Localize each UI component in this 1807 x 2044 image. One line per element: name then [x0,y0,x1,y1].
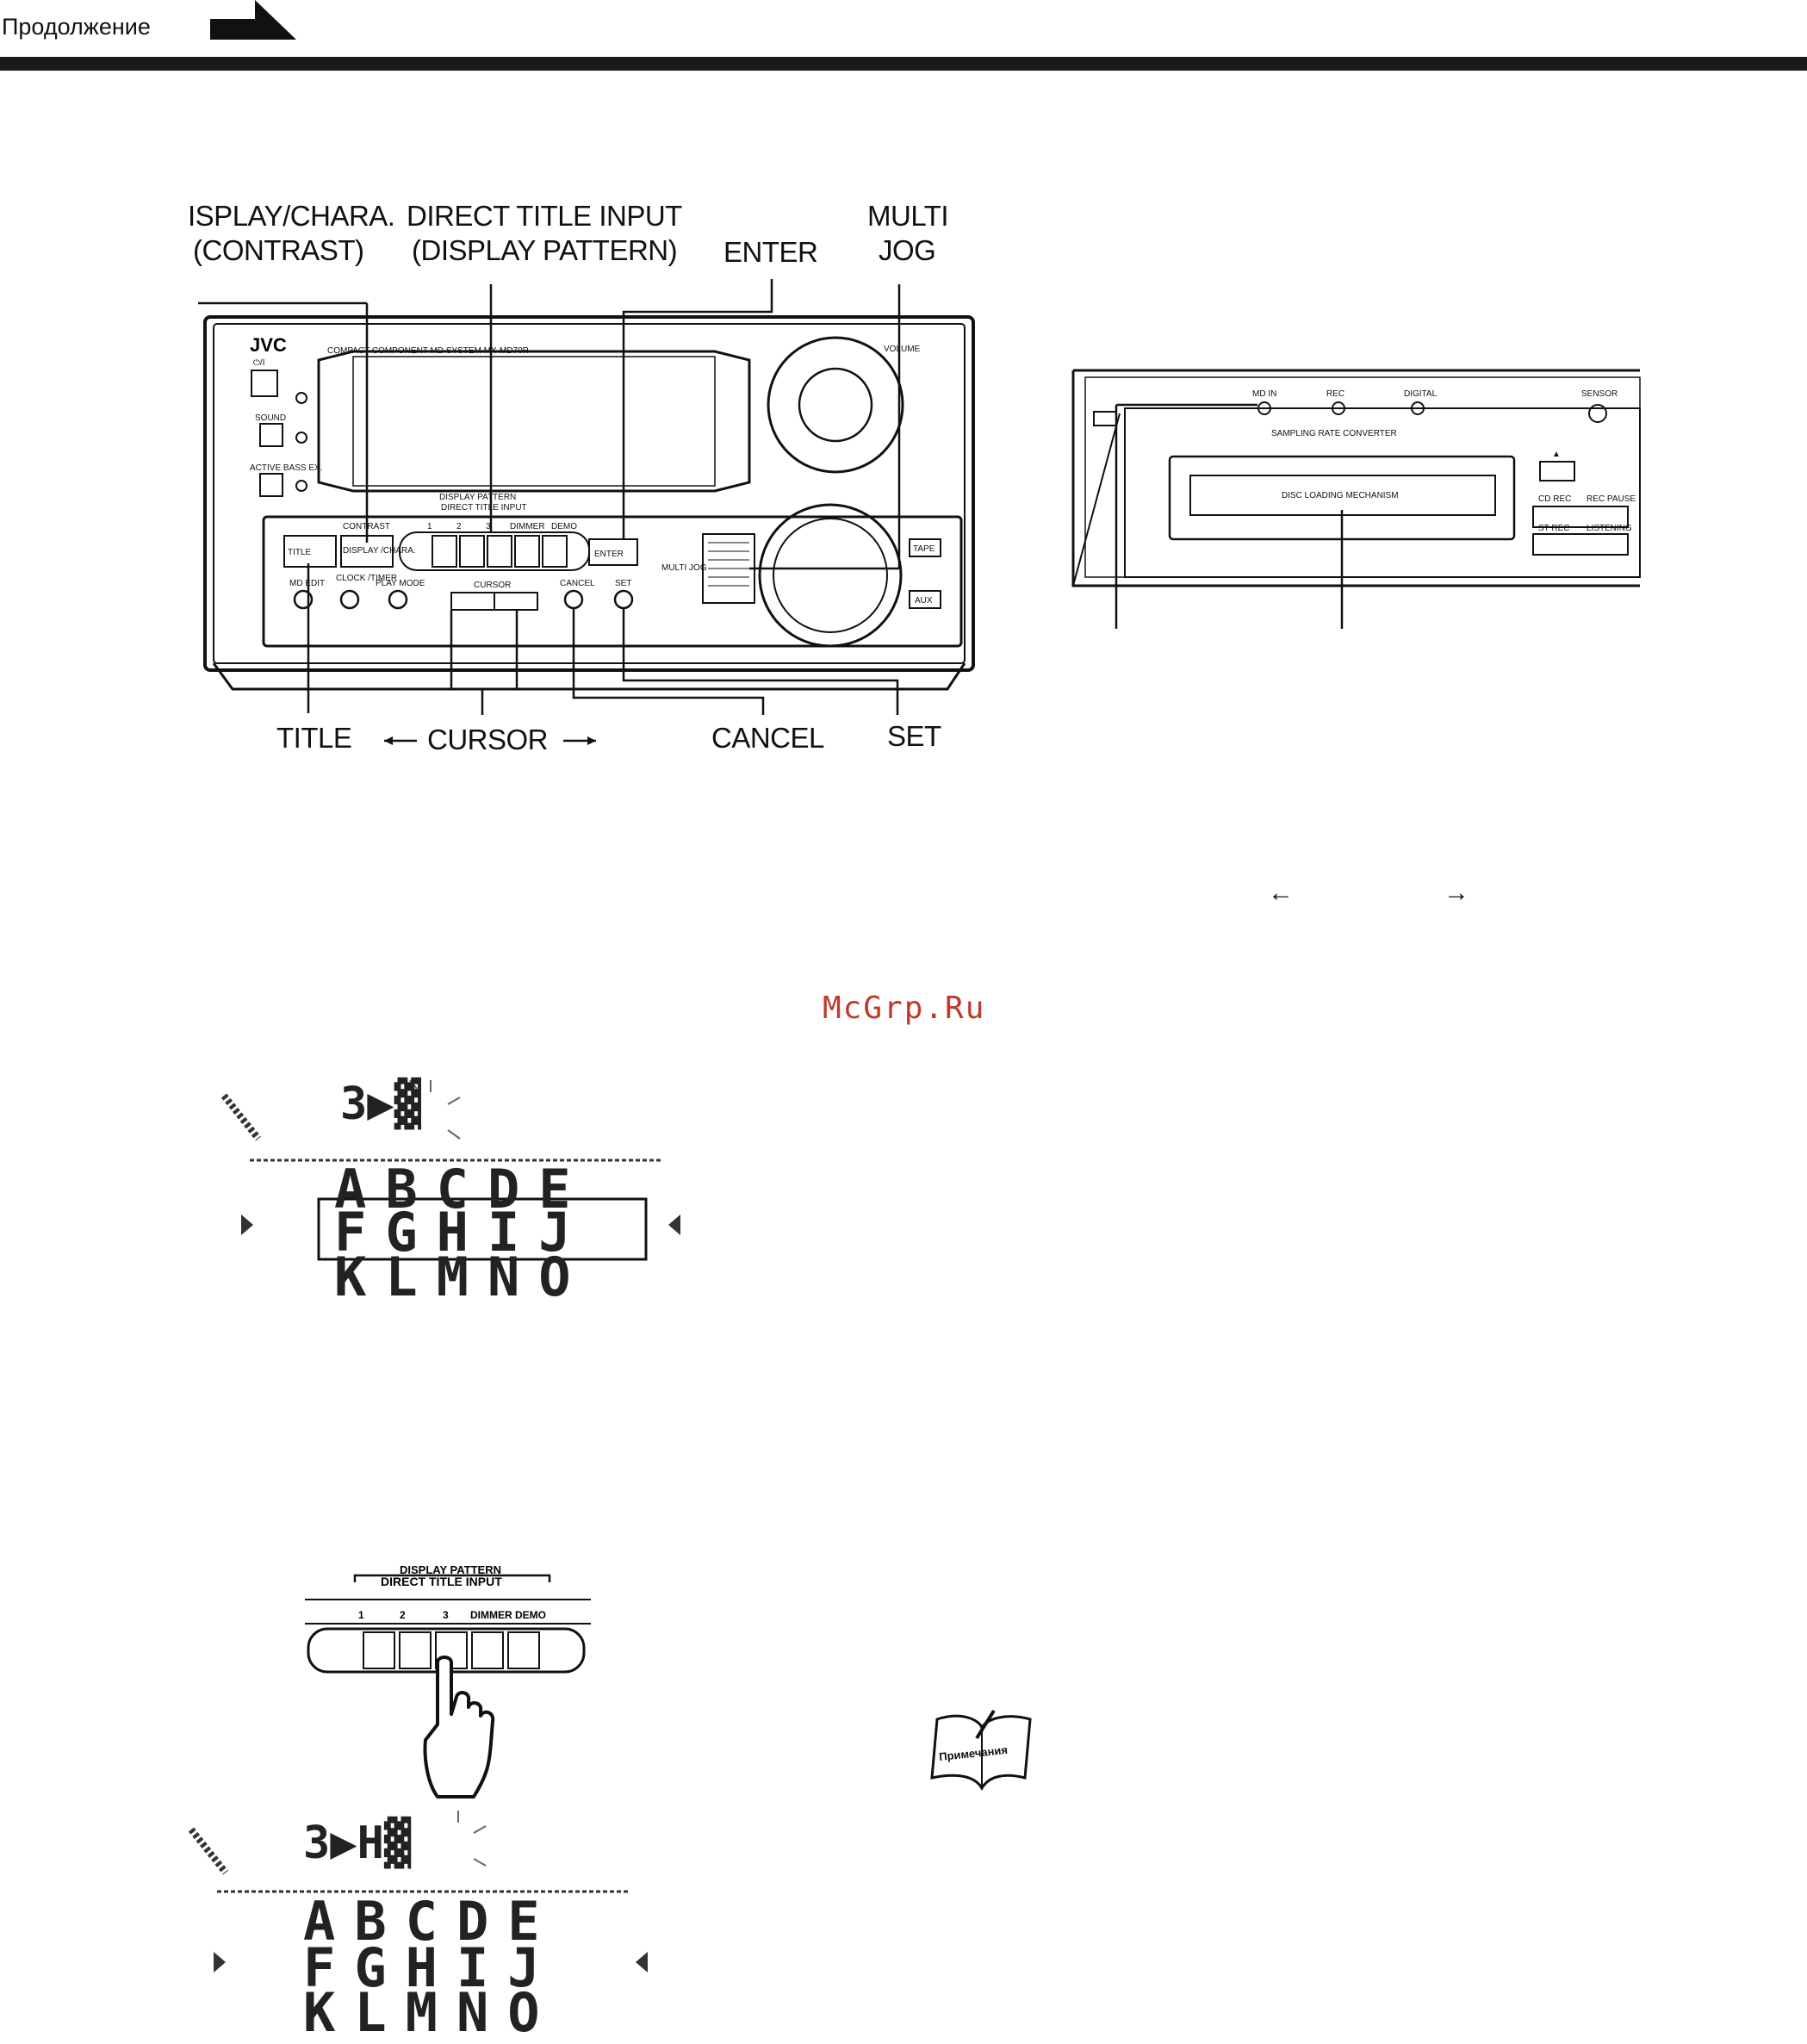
display-pattern-button-strip: DISPLAY PATTERN DIRECT TITLE INPUT 1 2 3… [305,1563,591,1674]
main-unit-diagram: JVC COMPACT COMPONENT MD SYSTEM MX-MD70R… [198,279,975,745]
header-rule [0,57,1807,71]
st-rec-text: ST REC [1538,524,1570,533]
lcd1-row-2: FGHIJ [334,1201,590,1264]
brand-text: JVC [250,334,287,356]
panel-dimmer: DIMMER [510,522,545,531]
panel-multi-jog: MULTI JOG [661,563,707,573]
digital-text: DIGITAL [1404,389,1438,399]
panel-direct-title-text: DIRECT TITLE INPUT [441,503,527,513]
left-arrow-icon: ← [1268,879,1294,907]
eject-icon: ▲ [1552,450,1561,459]
volume-text: VOLUME [884,345,921,354]
sound-text: SOUND [255,413,286,423]
notes-icon: Примечания [928,1709,1035,1793]
panel-tape: TAPE [913,544,935,554]
strip-num-2: 2 [400,1609,406,1621]
lcd1-top-line: 3▶▓ [340,1078,421,1130]
rec-text: REC [1326,389,1344,399]
lcd-display-1: 3▶▓ ABCDE FGHIJ KLMNO [215,1078,698,1308]
sampling-text: SAMPLING RATE CONVERTER [1271,429,1397,438]
strip-display-pattern-text: DISPLAY PATTERN [400,1563,501,1576]
label-title: TITLE [276,722,352,754]
label-cancel: CANCEL [711,722,824,754]
lcd-display-2: 3▶H▓ ABCDE FGHIJ KLMNO [183,1809,665,2044]
cd-rec-text: CD REC [1538,494,1571,504]
pointing-hand-icon [423,1656,495,1799]
label-display-chara: ISPLAY/CHARA. [188,200,395,232]
rec-pause-text: REC PAUSE [1587,494,1636,504]
panel-num-3: 3 [486,522,491,531]
continue-arrow-icon [210,0,296,40]
panel-set-btn: SET [615,579,631,588]
lcd2-row-2: FGHIJ [303,1936,559,1999]
label-direct-title-input: DIRECT TITLE INPUT [407,200,682,232]
panel-clock-timer: CLOCK /TIMER [336,574,397,583]
panel-cancel-btn: CANCEL [560,579,595,588]
label-cursor: CURSOR [427,724,549,755]
label-jog: JOG [879,234,936,266]
continuation-label: Продолжение [2,14,151,40]
strip-direct-title-text: DIRECT TITLE INPUT [381,1575,502,1588]
panel-num-1: 1 [427,522,432,531]
label-display-pattern: (DISPLAY PATTERN) [412,234,678,266]
lcd1-row-3: KLMNO [334,1246,590,1308]
strip-demo: DEMO [515,1609,546,1621]
panel-play-mode: PLAY MODE [376,579,425,588]
md-unit-diagram: MD IN REC DIGITAL SENSOR SAMPLING RATE C… [1071,369,1641,629]
panel-cursor-btn: CURSOR [474,581,511,590]
disc-loading-text: DISC LOADING MECHANISM [1282,491,1399,500]
md-in-text: MD IN [1252,389,1276,399]
strip-num-1: 1 [358,1609,364,1621]
label-enter: ENTER [723,236,818,268]
lcd1-row-1: ABCDE [334,1158,590,1221]
label-set: SET [887,720,941,752]
right-arrow-icon: → [1444,879,1469,907]
power-text: ⏻/I [253,358,264,368]
model-line-text: COMPACT COMPONENT MD SYSTEM MX-MD70R [327,346,529,356]
strip-dimmer: DIMMER [470,1609,512,1621]
lcd2-row-1: ABCDE [303,1890,559,1953]
label-multi: MULTI [867,200,949,232]
panel-md-edit: MD EDIT [289,579,325,588]
lcd2-row-3: KLMNO [303,1981,559,2044]
panel-title-btn: TITLE [288,548,312,557]
strip-num-3: 3 [443,1609,449,1621]
label-contrast: (CONTRAST) [193,234,364,266]
active-bass-text: ACTIVE BASS EX. [250,463,322,473]
watermark-text: McGrp.Ru [823,991,986,1026]
lcd2-top-line: 3▶H▓ [303,1817,412,1869]
sensor-text: SENSOR [1581,389,1618,399]
panel-demo: DEMO [551,522,577,531]
panel-display-pattern-text: DISPLAY PATTERN [439,493,516,502]
listening-text: LISTENING [1587,524,1632,533]
panel-num-2: 2 [456,522,462,531]
panel-enter-btn: ENTER [594,550,624,559]
panel-contrast: CONTRAST [343,522,390,531]
panel-aux: AUX [915,596,933,606]
panel-display-chara: DISPLAY /CHARA. [343,546,416,556]
